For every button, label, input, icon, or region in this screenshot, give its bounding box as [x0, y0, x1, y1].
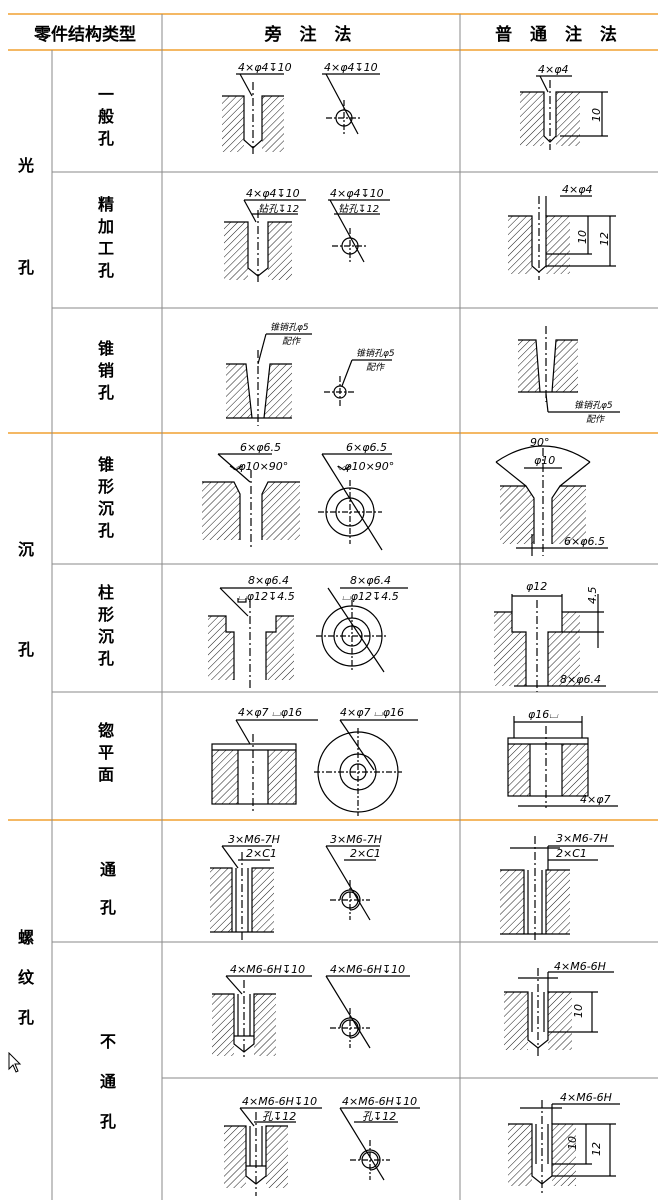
group-label-luowen-2: 纹 [17, 968, 34, 987]
row-label-blind-3: 孔 [99, 1112, 116, 1131]
group-label-guangkong-1: 光 [17, 156, 34, 175]
row-label-through-2: 孔 [99, 898, 116, 917]
row-label-countersink: 锥形沉孔 [95, 456, 114, 544]
row-label-spotface: 锪平面 [95, 722, 114, 788]
group-label-luowen-3: 孔 [17, 1008, 34, 1027]
row-label-blind-2: 通 [99, 1072, 116, 1091]
row-label-counterbore: 柱形沉孔 [95, 584, 114, 672]
row-label-taper-pin-hole: 锥销孔 [95, 340, 114, 406]
header-structure-type: 零件结构类型 [34, 24, 136, 45]
row-label-through-1: 通 [99, 860, 116, 879]
group-label-chenkong-2: 孔 [17, 640, 34, 659]
header-side-notation: 旁 注 法 [264, 24, 358, 45]
header-normal-notation: 普 通 注 法 [495, 24, 623, 45]
row-label-finished-hole: 精加工孔 [95, 196, 114, 284]
mouse-cursor-icon [8, 1052, 22, 1073]
group-label-luowen-1: 螺 [17, 928, 34, 947]
group-label-guangkong-2: 孔 [17, 258, 34, 277]
row-label-blind-1: 不 [99, 1032, 116, 1051]
group-label-chenkong-1: 沉 [17, 540, 34, 559]
row-label-general-hole: 一般孔 [95, 86, 114, 152]
